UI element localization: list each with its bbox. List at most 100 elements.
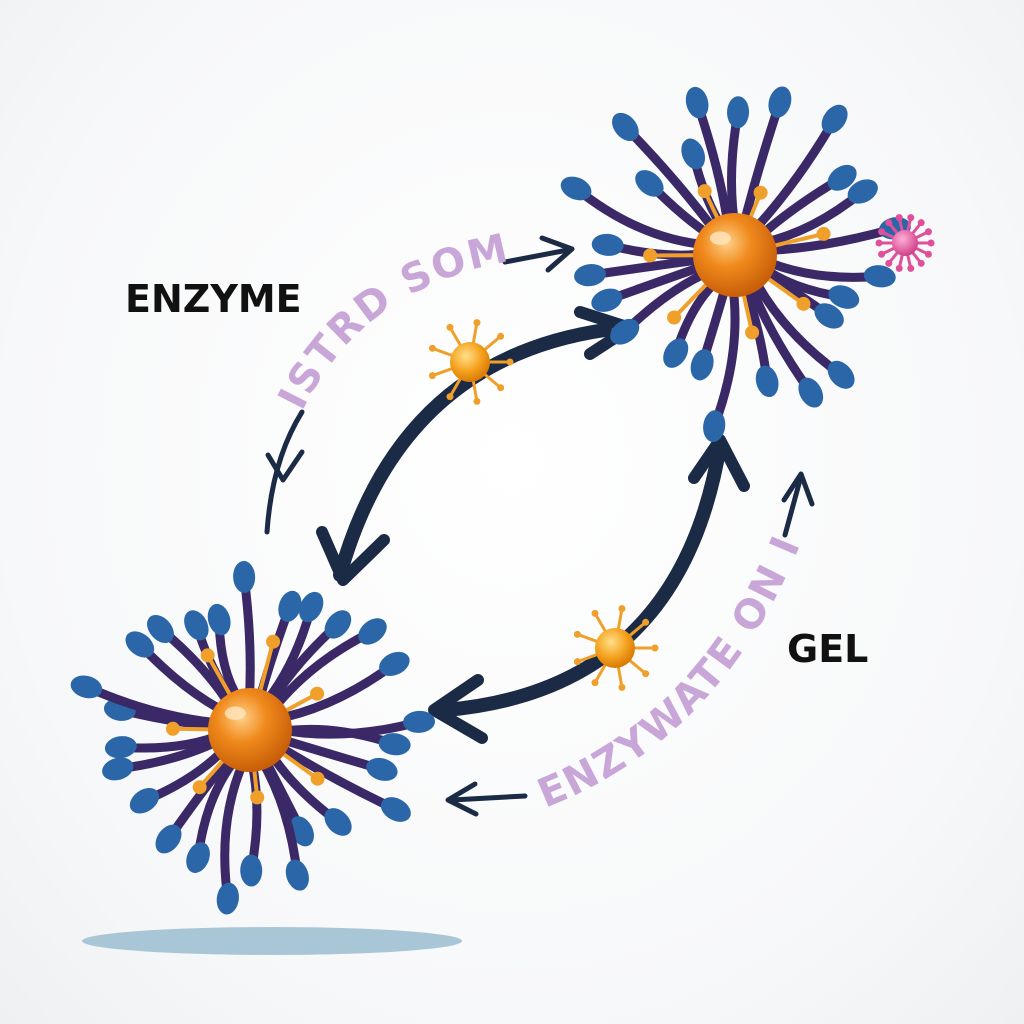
- molecule-arm-tip: [285, 859, 309, 891]
- particle-spike-knob: [885, 219, 893, 227]
- molecule-core-highlight: [709, 231, 731, 245]
- molecule-stalk-knob: [697, 184, 712, 199]
- molecule-arm-tip: [207, 603, 231, 636]
- molecule-arm-tip: [798, 377, 824, 408]
- molecule-arm-tip: [299, 591, 324, 623]
- particle-spike-knob: [895, 214, 903, 222]
- molecule-core: [208, 688, 292, 772]
- molecule-core-highlight: [224, 706, 246, 720]
- particle-spike-knob: [428, 344, 436, 352]
- molecule-stalk-knob: [745, 325, 760, 340]
- arrow-lower-main: [438, 438, 727, 717]
- particle-spike-knob: [907, 214, 915, 222]
- particle-spike-knob: [895, 264, 903, 272]
- molecule-stalk-knob: [643, 248, 658, 263]
- pink-particle: [875, 214, 935, 272]
- molecule-arm-tip: [828, 285, 860, 309]
- molecule-arm-tip: [612, 112, 639, 142]
- arrow-thin-bottom-head: [445, 781, 479, 817]
- particle-spike-knob: [642, 618, 650, 626]
- molecule-arm-tip: [147, 614, 174, 644]
- molecule-arm-tip: [104, 736, 137, 759]
- particle-spike-knob: [506, 358, 514, 366]
- molecule-arm-tip: [768, 86, 792, 118]
- particle-spike-knob: [591, 609, 599, 617]
- particle-spike-knob: [917, 259, 925, 267]
- molecule-arm-tip: [366, 757, 398, 781]
- molecule-stalk-knob: [310, 686, 325, 701]
- molecule-arm-tip: [186, 842, 210, 873]
- particle-spike-knob: [591, 679, 599, 687]
- particle-spike-knob: [473, 319, 481, 327]
- particle-spike-knob: [446, 393, 454, 401]
- molecule-arm-tip: [821, 104, 848, 134]
- molecule-arm-tip: [102, 757, 134, 781]
- molecule-arm-tip: [324, 610, 352, 639]
- molecule-arm-tip: [685, 86, 709, 119]
- molecule-arm-tip: [184, 610, 209, 641]
- particle-spike-knob: [885, 259, 893, 267]
- molecule-arm-tip: [240, 854, 263, 887]
- molecule-core: [693, 213, 777, 297]
- enzyme-molecule-top-right: [560, 86, 911, 443]
- molecule-stalk-knob: [250, 790, 265, 805]
- particle-spike-knob: [573, 630, 581, 638]
- arrow-thin-top-head: [539, 235, 575, 273]
- molecule-stalk-knob: [192, 780, 207, 795]
- particle-spike-knob: [924, 228, 932, 236]
- molecule-stalk-knob: [266, 634, 281, 649]
- particle-spike-knob: [917, 219, 925, 227]
- particle-spike-knob: [651, 644, 659, 652]
- particle-spike-knob: [428, 372, 436, 380]
- molecule-arm-tip: [560, 176, 592, 201]
- molecule-arm-tip: [703, 410, 726, 443]
- particle-spike-knob: [446, 323, 454, 331]
- arrow-lower-main-head-top: [688, 434, 750, 492]
- molecule-arm-tip: [755, 365, 779, 398]
- molecule-arm-tip: [591, 233, 624, 256]
- particle-spike-knob: [878, 228, 886, 236]
- arrow-lower-main-head-left: [428, 674, 488, 744]
- arrow-thin-top: [502, 247, 571, 265]
- small-enzyme-particle-lower: [573, 605, 659, 691]
- molecule-arm-tip: [379, 651, 410, 676]
- molecule-stalk-knob: [165, 721, 180, 736]
- particle-spike-knob: [497, 384, 505, 392]
- ground-shadow: [82, 927, 462, 955]
- molecule-arm-tip: [635, 170, 664, 197]
- particle-spike-knob: [924, 250, 932, 258]
- particle-spike-knob: [907, 264, 915, 272]
- arrow-thin-right-head: [781, 471, 815, 507]
- molecule-arm-tip: [70, 675, 103, 699]
- particle-spike-knob: [875, 239, 883, 247]
- molecule-arm-tip: [827, 164, 857, 191]
- molecule-arm-tip: [814, 303, 844, 329]
- molecule-stalk-knob: [310, 771, 325, 786]
- particle-core: [892, 230, 918, 256]
- molecule-arm-tip: [681, 138, 706, 170]
- enzyme-molecule-bottom-left: [70, 560, 436, 915]
- molecule-arm-tip: [863, 265, 896, 288]
- molecule-arm: [727, 107, 743, 235]
- molecule-stalk-knob: [200, 648, 215, 663]
- particle-spike-knob: [573, 658, 581, 666]
- particle-spike-knob: [618, 683, 626, 691]
- particle-spike-knob: [927, 239, 935, 247]
- arrow-thin-bottom: [449, 793, 528, 803]
- molecule-arm-tip: [125, 631, 155, 658]
- molecule-arm: [239, 572, 255, 710]
- arrow-thin-right: [782, 477, 803, 538]
- enzyme-label: ENZYME: [125, 277, 302, 321]
- arrow-upper-main-head-bottom: [316, 526, 390, 586]
- molecule-arm-tip: [278, 590, 302, 622]
- particle-core: [595, 628, 635, 668]
- molecule-arm-tip: [403, 710, 436, 733]
- molecule-stalk-knob: [667, 310, 682, 325]
- molecule-arm-tip: [847, 179, 878, 204]
- molecule-arm-tip: [591, 288, 623, 312]
- small-enzyme-particle-upper: [428, 319, 514, 405]
- arrow-thin-left-head: [265, 449, 305, 483]
- gel-label: GEL: [787, 627, 868, 671]
